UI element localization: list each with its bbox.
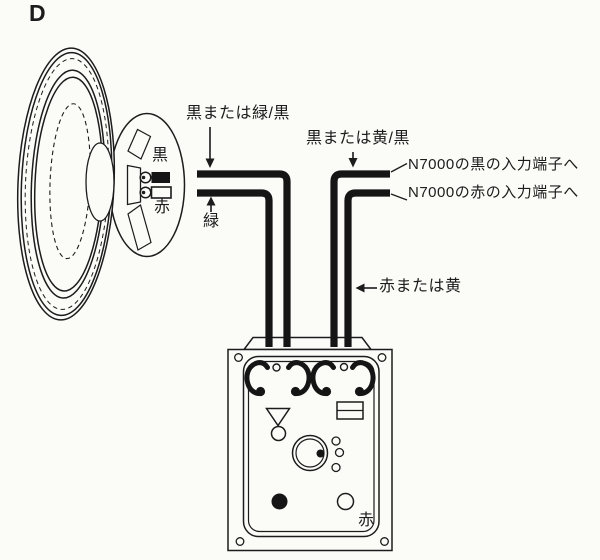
speaker-cone-neck	[85, 142, 115, 222]
label-right-top-wire: 黒または黄/黒	[306, 130, 410, 147]
terminal-pair-hole-left	[272, 363, 281, 372]
arrow-down-left-wire	[205, 127, 215, 168]
box-terminal-red	[336, 492, 355, 511]
speaker-drawing	[16, 47, 186, 321]
wire-left-bottom	[197, 189, 273, 347]
terminal-tab-red	[150, 186, 172, 199]
box-top-flange	[242, 336, 373, 351]
wire-left-top	[197, 170, 291, 347]
annotation-arrows	[205, 127, 377, 293]
divided-rect-label	[336, 401, 364, 420]
terminal-pair-hole-right	[339, 362, 349, 372]
label-speaker-terminal-black: 黒	[152, 147, 169, 164]
terminal-plate	[126, 164, 142, 206]
speaker-wires	[197, 170, 390, 347]
level-knob	[291, 434, 345, 473]
wire-right-bottom	[344, 189, 390, 347]
basket-strut-lower	[127, 204, 152, 251]
network-box-drawing	[227, 336, 393, 552]
arrow-up-green-wire	[206, 196, 216, 212]
label-speaker-terminal-red: 赤	[154, 199, 171, 216]
label-n7000-black-terminal: N7000の黒の入力端子へ	[408, 156, 579, 173]
triangle-marker-circle	[270, 425, 287, 442]
label-box-red-terminal: 赤	[358, 512, 375, 529]
terminal-tab-black	[151, 172, 170, 183]
figure-label: D	[29, 0, 46, 26]
label-left-top-wire: 黒または緑/黒	[186, 105, 290, 122]
corner-screws	[234, 353, 389, 546]
triangle-marker	[265, 407, 291, 427]
basket-strut-upper	[127, 128, 152, 160]
box-terminal-black	[271, 493, 288, 510]
label-green-wire: 緑	[203, 213, 220, 230]
terminal-eyelet-black	[139, 171, 152, 184]
spring-terminals	[244, 360, 376, 397]
arrow-down-right-wire	[348, 152, 358, 168]
leader-lines	[390, 162, 408, 201]
arrow-left-red-yellow-wire	[355, 283, 377, 293]
label-red-yellow-wire: 赤または黄	[379, 278, 462, 295]
label-n7000-red-terminal: N7000の赤の入力端子へ	[408, 184, 579, 201]
wire-right-top	[330, 170, 390, 347]
